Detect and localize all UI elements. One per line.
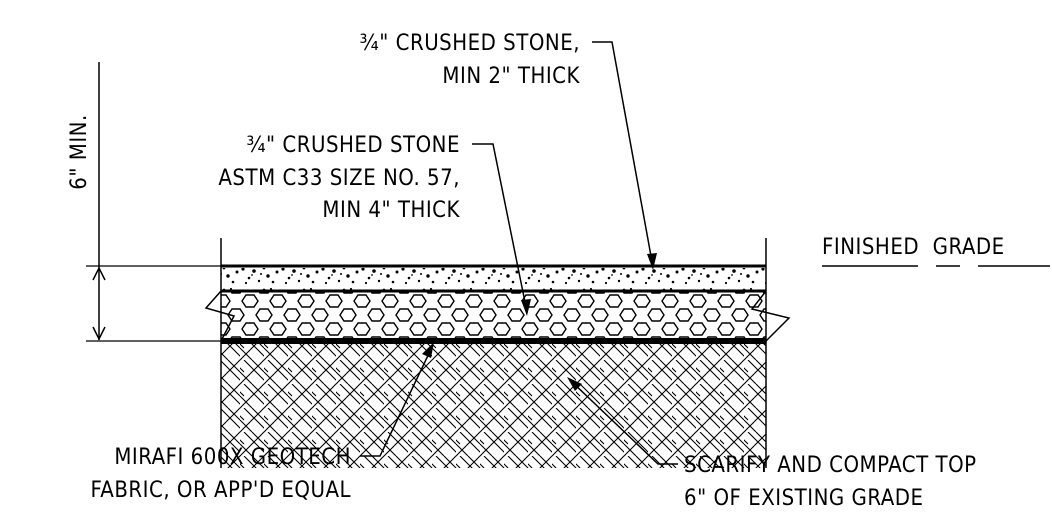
right-break-line bbox=[750, 290, 791, 342]
base-stone-leader bbox=[472, 143, 528, 313]
top-stone-label-line1: ¾" CRUSHED STONE, bbox=[360, 31, 580, 56]
subgrade-label-line1: SCARIFY AND COMPACT TOP bbox=[684, 453, 977, 478]
geotech-fabric-line bbox=[221, 338, 766, 344]
dimension-arrow-up bbox=[92, 266, 106, 281]
finished-grade-label: FINISHED GRADE bbox=[822, 235, 1005, 260]
top-stone-arrowhead bbox=[647, 253, 657, 270]
base-stone-layer bbox=[221, 292, 766, 338]
dimension-arrow-down bbox=[92, 326, 106, 341]
top-stone-leader bbox=[592, 41, 654, 268]
fabric-label-line2: FABRIC, OR APP'D EQUAL bbox=[90, 478, 351, 503]
top-stone-layer bbox=[221, 268, 766, 290]
base-stone-label-line3: MIN 4" THICK bbox=[322, 198, 460, 223]
base-stone-arrowhead bbox=[521, 299, 531, 316]
subgrade-leader bbox=[569, 379, 678, 465]
fabric-leader bbox=[360, 344, 434, 457]
subgrade-layer bbox=[221, 344, 766, 468]
subgrade-label-line2: 6" OF EXISTING GRADE bbox=[684, 486, 924, 511]
dimension-label: 6" MIN. bbox=[67, 114, 92, 189]
base-stone-label-line1: ¾" CRUSHED STONE bbox=[246, 133, 460, 158]
subgrade-arrowhead bbox=[567, 377, 582, 391]
fabric-label-line1: MIRAFI 600X GEOTECH bbox=[114, 445, 351, 470]
top-stone-label-line2: MIN 2" THICK bbox=[442, 64, 580, 89]
fabric-arrowhead bbox=[422, 342, 434, 358]
left-break-line bbox=[204, 290, 236, 342]
base-stone-label-line2: ASTM C33 SIZE NO. 57, bbox=[218, 166, 460, 191]
